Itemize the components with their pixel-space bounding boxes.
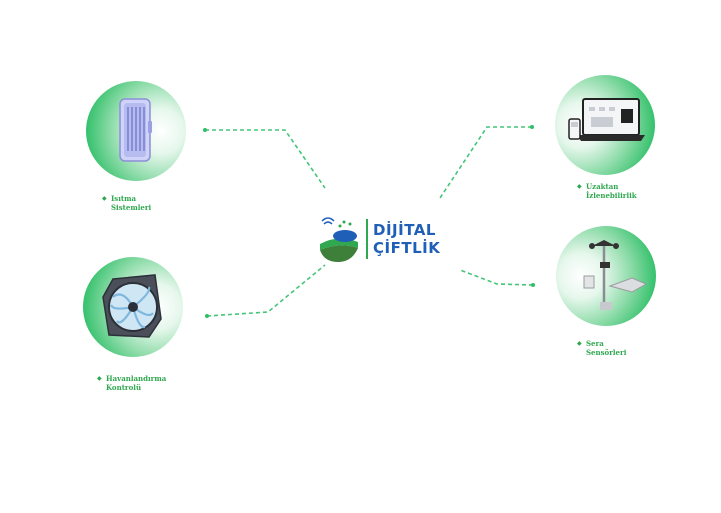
ventilation-label-line1: Havanlandırma [106,374,167,383]
ventilation-node [83,257,183,357]
logo-wordmark: DİJİTAL ÇİFTLİK [373,221,440,257]
weather-station-icon [583,240,648,310]
heating-label: ◆ Isıtma Sistemleri [102,194,152,212]
heating-label-line2: Sistemleri [111,203,152,212]
remote-label-line1: Uzaktan [586,182,619,191]
remote-label: ◆ Uzaktan İzlenebilirlik [577,182,637,200]
logo-divider [366,219,368,259]
laptop-phone-icon [568,98,645,141]
connector-sensors-end [531,283,535,287]
farm-logo-icon [320,217,358,262]
connector-remote [439,126,532,199]
connector-ventilation [206,264,326,317]
sensors-label-line1: Sera [586,339,604,348]
heating-label-line1: Isıtma [111,194,137,203]
sensors-node [556,226,656,326]
fan-icon [102,274,162,338]
remote-node [555,75,655,175]
ventilation-label-line2: Kontrolü [106,383,142,392]
sensors-label: ◆ Sera Sensörleri [577,339,627,357]
logo-line2: ÇİFTLİK [373,239,441,257]
logo-line1: DİJİTAL [373,221,436,239]
heating-node [86,81,186,181]
connector-remote-end [530,125,534,129]
connector-heating [205,129,326,189]
connector-sensors [459,269,534,286]
connector-heating-end [203,128,207,132]
remote-bullet: ◆ [577,183,582,190]
remote-label-line2: İzlenebilirlik [586,191,637,200]
heating-bullet: ◆ [102,195,107,202]
sensors-label-line2: Sensörleri [586,348,627,357]
ventilation-bullet: ◆ [97,375,102,382]
connector-ventilation-end [205,314,209,318]
ventilation-label: ◆ Havanlandırma Kontrolü [97,374,167,392]
sensors-bullet: ◆ [577,340,582,347]
heater-icon [119,98,152,162]
